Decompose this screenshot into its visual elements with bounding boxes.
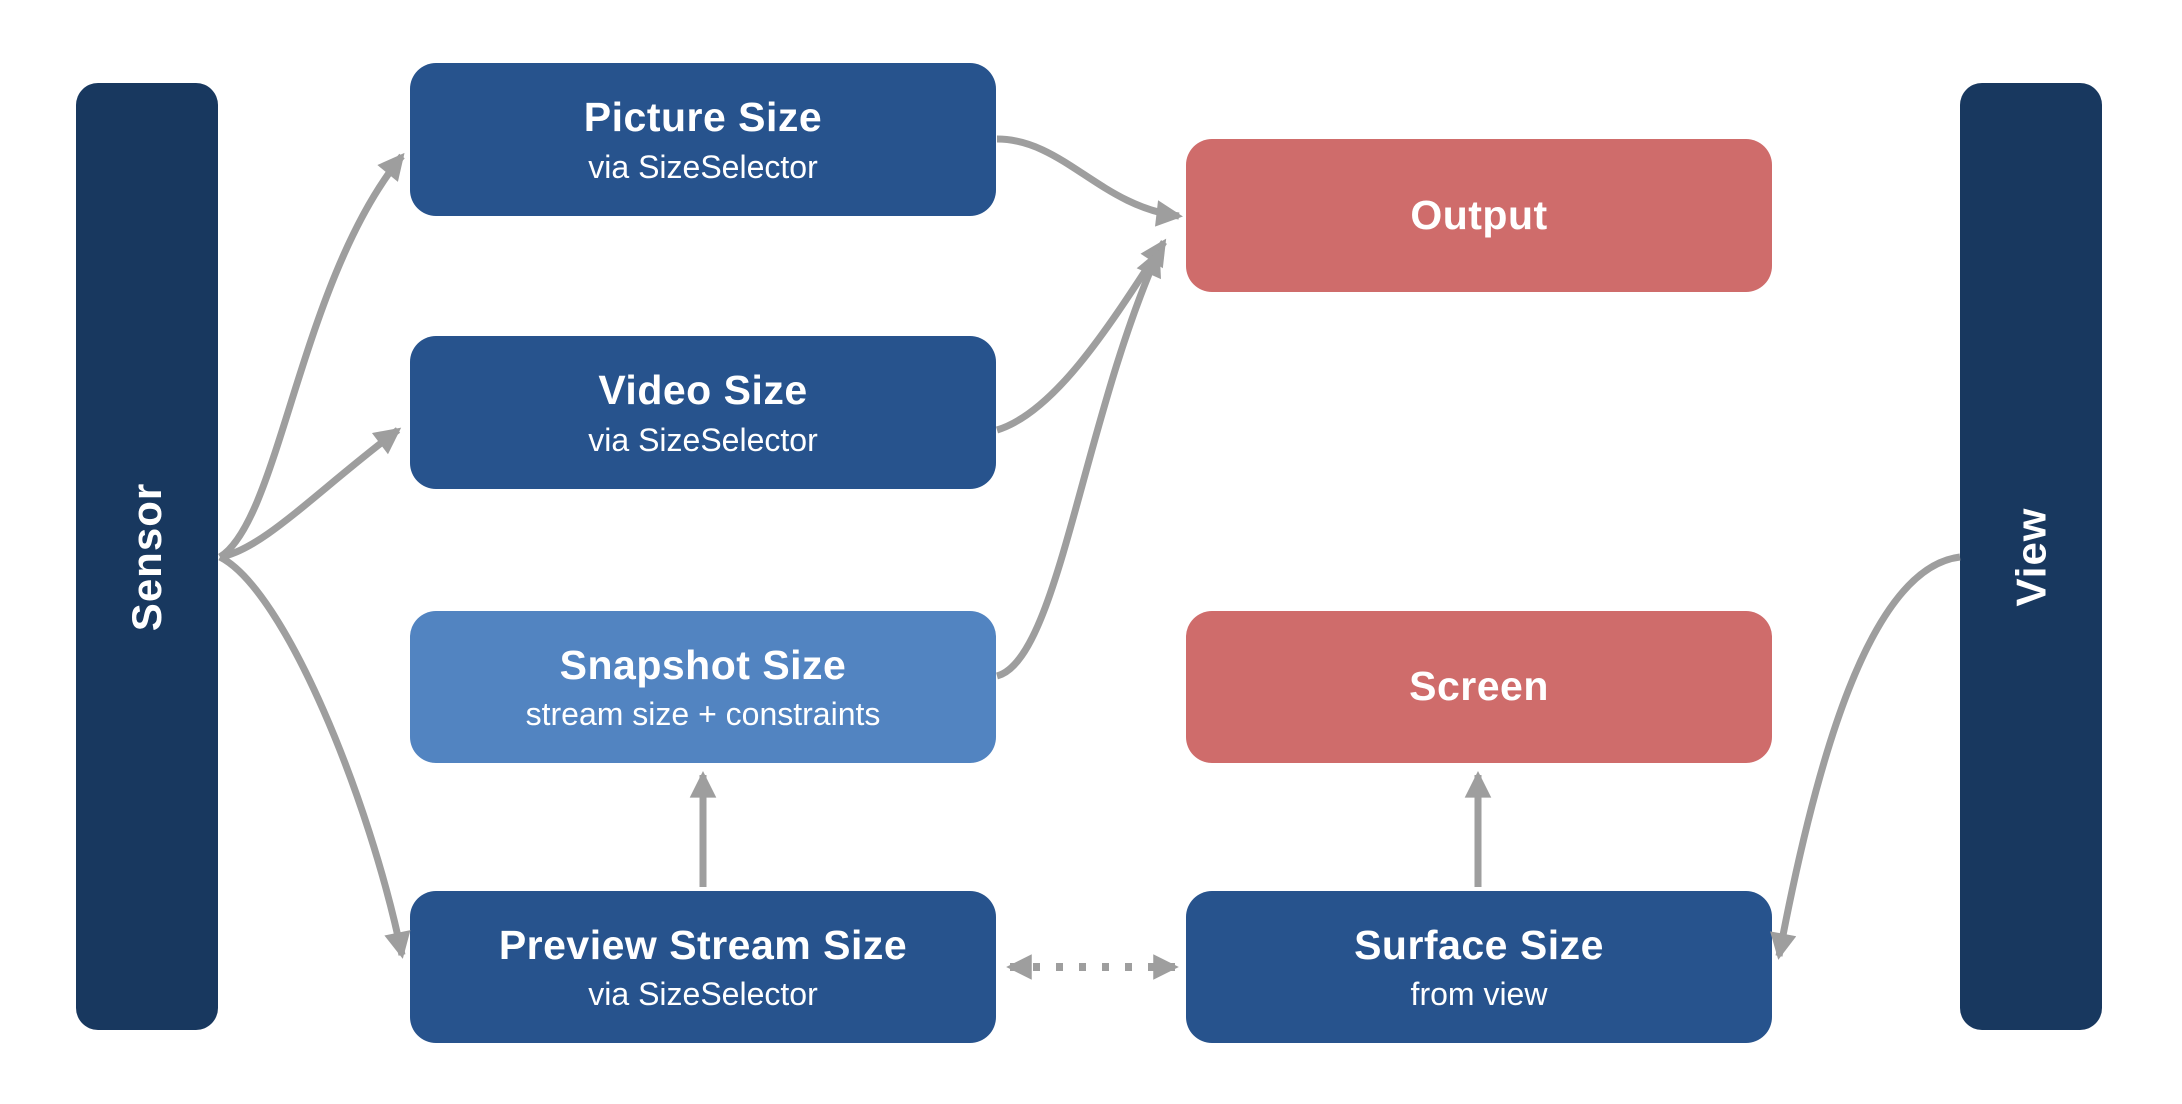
node-preview-stream-size: Preview Stream Size via SizeSelector <box>410 891 996 1043</box>
picture-size-title: Picture Size <box>583 94 823 141</box>
sensor-label: Sensor <box>123 482 171 631</box>
picture-size-subtitle: via SizeSelector <box>588 148 818 185</box>
edge-sensor-preview <box>218 553 411 959</box>
preview-stream-size-title: Preview Stream Size <box>498 921 908 968</box>
edge-sensor-picture <box>218 152 405 560</box>
video-size-title: Video Size <box>598 367 808 414</box>
edge-video-output <box>995 238 1167 434</box>
node-video-size: Video Size via SizeSelector <box>410 336 996 489</box>
node-picture-size: Picture Size via SizeSelector <box>410 63 996 216</box>
lane-sensor: Sensor <box>76 83 218 1030</box>
lane-view: View <box>1960 83 2102 1030</box>
edge-view-surface <box>1770 553 1961 960</box>
node-surface-size: Surface Size from view <box>1186 891 1772 1043</box>
snapshot-size-subtitle: stream size + constraints <box>525 696 881 733</box>
surface-size-subtitle: from view <box>1410 976 1548 1013</box>
edge-snapshot-output <box>995 249 1162 680</box>
node-snapshot-size: Snapshot Size stream size + constraints <box>410 611 996 763</box>
output-title: Output <box>1410 191 1548 238</box>
edge-sensor-video <box>219 427 402 561</box>
preview-stream-size-subtitle: via SizeSelector <box>588 976 818 1013</box>
video-size-subtitle: via SizeSelector <box>588 421 818 458</box>
view-label: View <box>2006 507 2054 606</box>
edge-picture-output <box>996 135 1183 227</box>
surface-size-title: Surface Size <box>1354 921 1604 968</box>
node-output: Output <box>1186 139 1772 292</box>
snapshot-size-title: Snapshot Size <box>559 641 847 688</box>
screen-title: Screen <box>1409 663 1549 710</box>
node-screen: Screen <box>1186 611 1772 763</box>
